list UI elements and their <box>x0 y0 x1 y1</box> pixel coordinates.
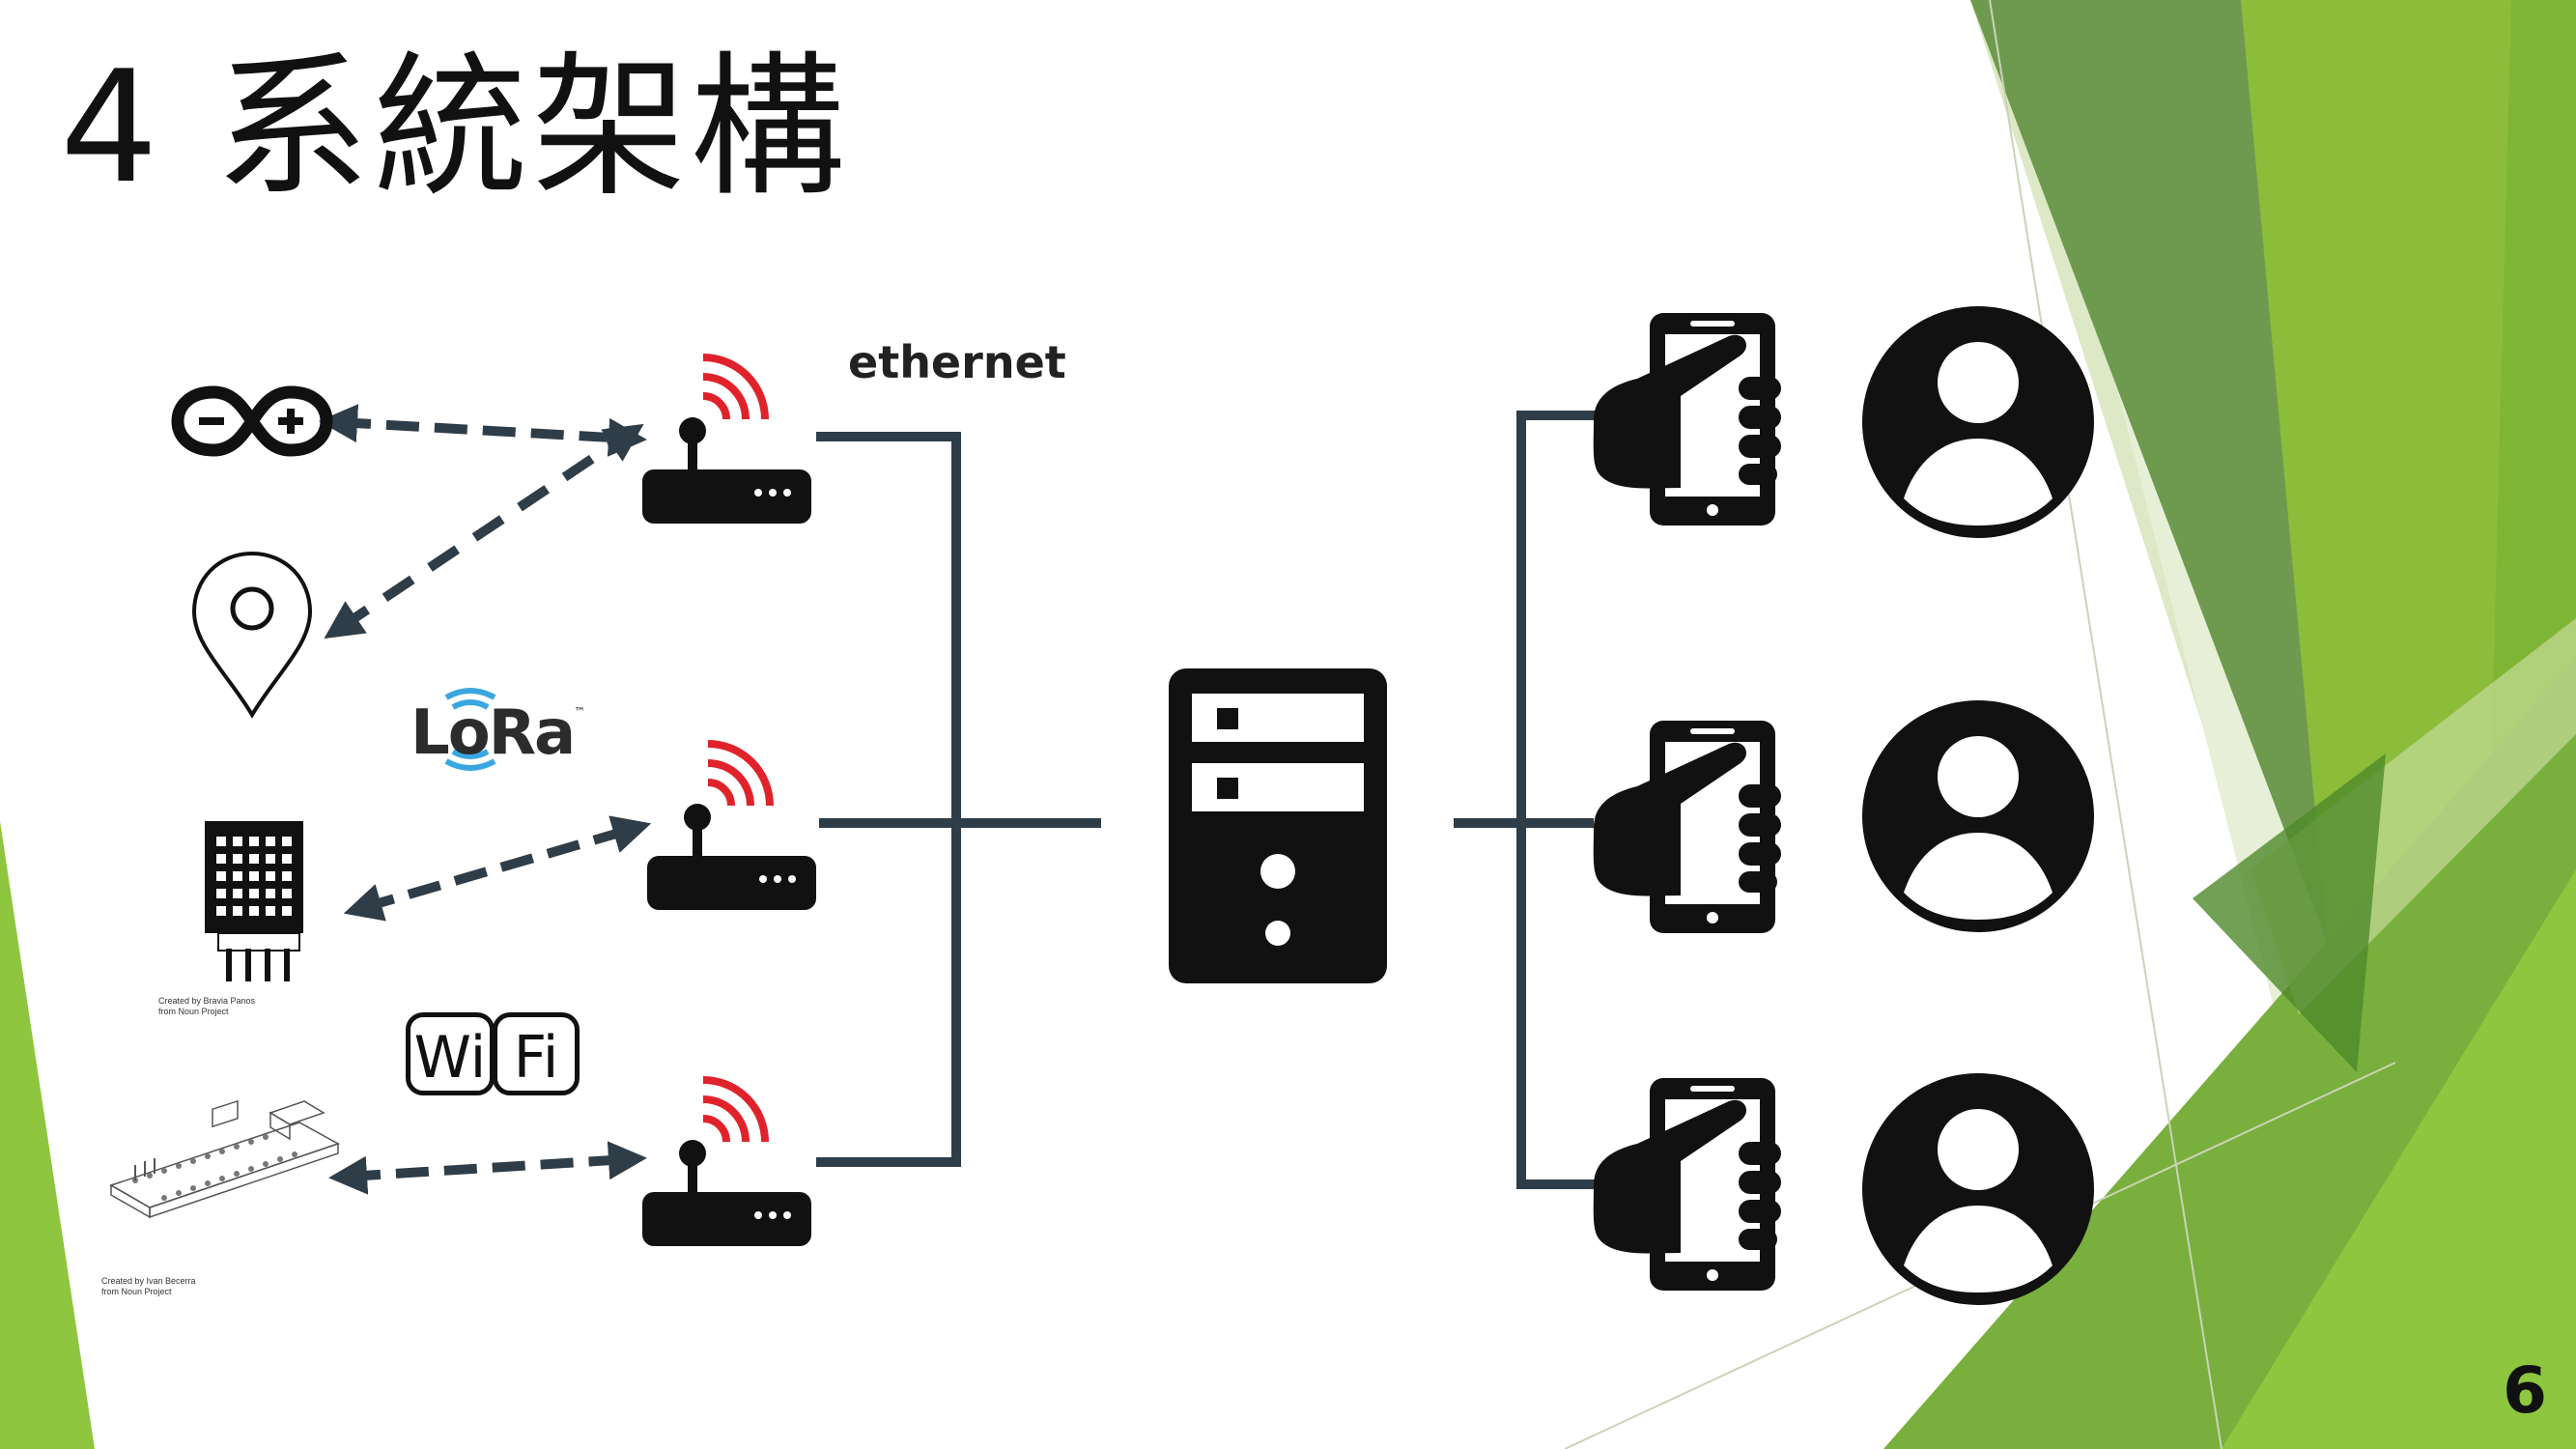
ethernet-line-top <box>816 432 961 1167</box>
link-arrow-sensor <box>343 815 652 922</box>
sensor-credit: Created by Bravia Panos from Noun Projec… <box>158 996 255 1017</box>
sensor-credit-line-1: Created by Bravia Panos <box>158 996 256 1006</box>
page-number: 6 <box>2503 1353 2547 1428</box>
slide-title: 4 系統架構 <box>60 37 849 217</box>
wifi-logo-fi: Fi <box>493 1012 580 1095</box>
router-icon <box>647 740 816 910</box>
lora-wave-icon <box>444 688 496 771</box>
user-avatar-icon <box>1862 306 2094 538</box>
phone-in-hand-icon <box>1593 1078 1781 1291</box>
arduino-icon <box>171 385 333 457</box>
link-arrow-board <box>328 1141 647 1195</box>
router-icon <box>642 354 811 524</box>
ethernet-label: ethernet <box>848 336 1066 388</box>
server-icon <box>1169 668 1387 983</box>
temperature-sensor-icon <box>205 821 303 981</box>
link-arrow-location <box>324 423 644 639</box>
board-credit-line-2: from Noun Project <box>101 1287 172 1296</box>
board-credit-line-1: Created by Ivan Becerra <box>101 1276 196 1286</box>
lora-logo: LoRa™ <box>410 697 585 769</box>
client-bus <box>1516 411 1599 1189</box>
user-avatar-icon <box>1862 700 2094 932</box>
router-icon <box>642 1076 811 1246</box>
dev-board-icon <box>109 1099 340 1219</box>
wifi-logo-wi: Wi <box>406 1012 495 1095</box>
phone-in-hand-icon <box>1593 721 1781 933</box>
board-credit: Created by Ivan Becerra from Noun Projec… <box>101 1276 196 1297</box>
sensor-credit-line-2: from Noun Project <box>158 1007 229 1016</box>
phone-in-hand-icon <box>1593 313 1781 526</box>
lora-tm: ™ <box>574 705 585 719</box>
location-pin-icon <box>191 551 313 719</box>
user-avatar-icon <box>1862 1073 2094 1305</box>
lora-label: LoRa <box>410 697 576 769</box>
link-arrow-arduino <box>319 404 647 457</box>
